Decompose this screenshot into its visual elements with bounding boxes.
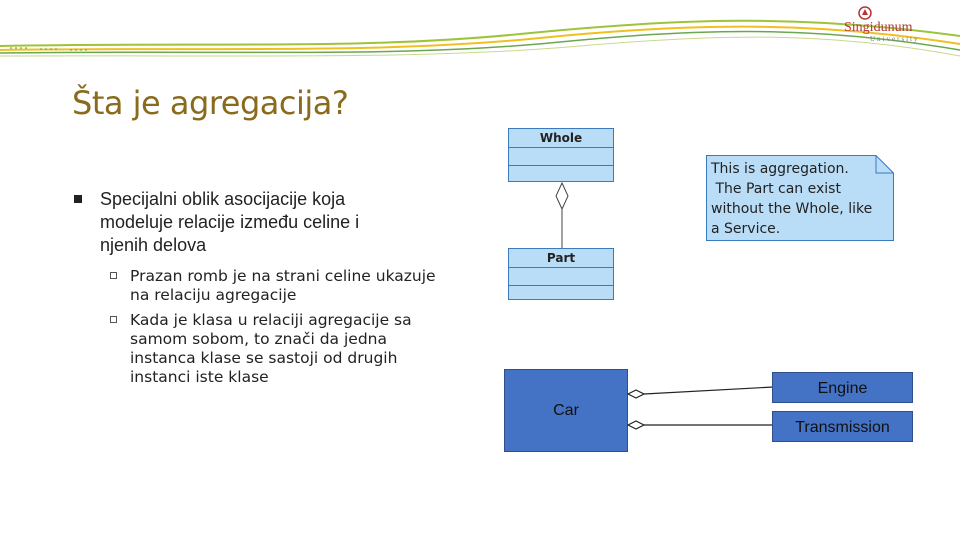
uml-attributes-section: [509, 268, 613, 286]
hollow-diamond-icon: [627, 420, 646, 430]
transmission-box: Transmission: [772, 411, 913, 442]
sub-bullet-line: instanci iste klase: [130, 368, 269, 386]
sub-bullet-line: Kada je klasa u relaciji agregacije sa: [130, 311, 412, 329]
university-logo: Singidunum University: [840, 6, 940, 43]
crest-icon: [858, 6, 872, 20]
engine-box: Engine: [772, 372, 913, 403]
sub-bullet-line: Prazan romb je na strani celine ukazuje: [130, 267, 436, 285]
sub-bullet-line: samom sobom, to znači da jedna: [130, 330, 387, 348]
uml-attributes-section: [509, 148, 613, 166]
hollow-diamond-icon: [627, 389, 646, 399]
hollow-diamond-icon: [555, 182, 569, 211]
hollow-square-bullet-icon: [110, 316, 117, 323]
note-shape: [706, 155, 894, 241]
sub-bullet: Kada je klasa u relaciji agregacije sa s…: [72, 311, 462, 387]
logo-name: Singidunum: [844, 20, 913, 35]
folded-corner-icon: [875, 155, 894, 174]
hollow-square-bullet-icon: [110, 272, 117, 279]
car-label: Car: [553, 402, 579, 419]
sub-bullet: Prazan romb je na strani celine ukazuje …: [72, 267, 462, 305]
note-line: without the Whole, like: [711, 201, 873, 217]
square-bullet-icon: [74, 195, 82, 203]
bullet-main-line: modeluje relacije između celine i: [100, 212, 360, 232]
note-text: This is aggregation. The Part can exist …: [711, 159, 891, 239]
bullet-main-line: Specijalni oblik asocijacije koja: [100, 189, 346, 209]
bullet-main: Specijalni oblik asocijacije koja modelu…: [72, 188, 462, 257]
note-line: a Service.: [711, 221, 781, 237]
header-swoosh-decoration: [0, 19, 960, 57]
note-line: This is aggregation.: [711, 161, 849, 177]
note-line: The Part can exist: [711, 181, 841, 197]
bullet-main-line: njenih delova: [100, 235, 207, 255]
bullet-list: Specijalni oblik asocijacije koja modelu…: [72, 188, 462, 387]
uml-class-whole: Whole: [508, 128, 614, 182]
uml-class-name: Whole: [509, 129, 613, 148]
sub-bullet-line: na relaciju agregacije: [130, 286, 297, 304]
uml-note: This is aggregation. The Part can exist …: [706, 155, 894, 241]
car-box: Car: [504, 369, 628, 452]
aggregation-connector: [555, 182, 569, 248]
uml-class-name: Part: [509, 249, 613, 268]
car-aggregation-links: [627, 386, 773, 430]
engine-link-line: [643, 386, 773, 395]
uml-class-part: Part: [508, 248, 614, 300]
sub-bullet-line: instanca klase se sastoji od drugih: [130, 349, 398, 367]
logo-subtitle: University: [870, 35, 920, 43]
slide-title: Šta je agregacija?: [72, 84, 349, 122]
